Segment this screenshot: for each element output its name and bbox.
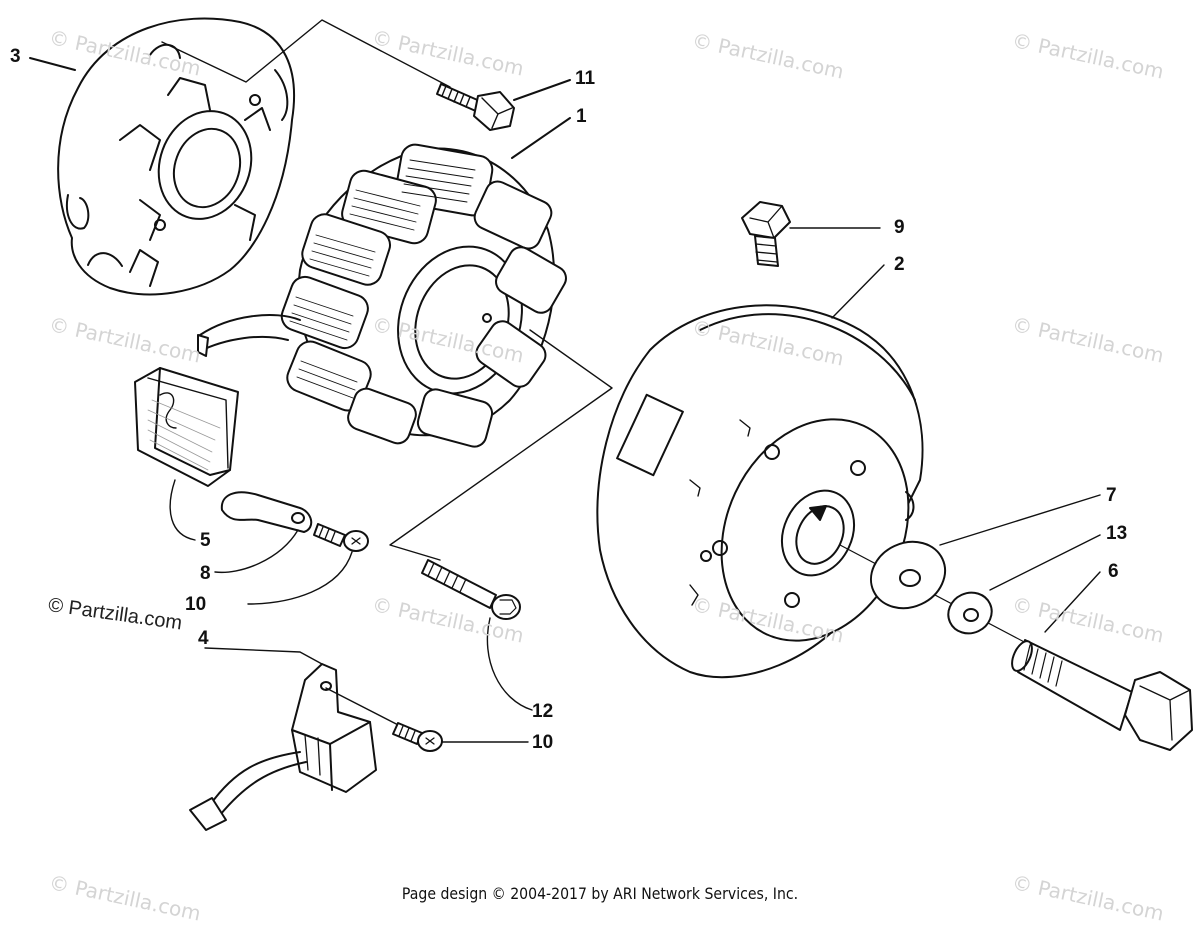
callout-10-lower: 10 xyxy=(532,732,554,753)
callout-12: 12 xyxy=(532,701,554,722)
callout-2: 2 xyxy=(894,254,905,275)
screw-lower-drawing xyxy=(392,722,443,752)
leader-4b xyxy=(325,687,409,731)
callout-13: 13 xyxy=(1106,523,1128,544)
leader-1 xyxy=(511,117,571,159)
callout-8: 8 xyxy=(200,563,211,584)
leader-10a xyxy=(247,551,353,605)
stator-bolt-drawing xyxy=(421,559,521,620)
flywheel-bolt-drawing xyxy=(1011,639,1193,751)
clamp-drawing xyxy=(220,491,313,533)
leader-11 xyxy=(513,79,571,101)
callout-9: 9 xyxy=(894,217,905,238)
callout-1: 1 xyxy=(576,106,587,127)
callout-7: 7 xyxy=(1106,485,1117,506)
leader-bracket-12 xyxy=(389,329,613,561)
leader-3 xyxy=(29,57,76,71)
washer-drawing xyxy=(870,540,946,610)
grommet-drawing xyxy=(134,367,239,487)
callout-6: 6 xyxy=(1108,561,1119,582)
stator-drawing xyxy=(197,143,567,448)
cap-screw-drawing xyxy=(741,201,791,267)
flange-bolt-drawing xyxy=(436,83,515,131)
screw-upper-drawing xyxy=(313,523,369,552)
flywheel-drawing xyxy=(596,304,924,679)
leader-7 xyxy=(939,494,1101,546)
leader-5 xyxy=(169,479,196,541)
callout-5: 5 xyxy=(200,530,211,551)
lock-washer-drawing xyxy=(947,591,993,635)
leader-12 xyxy=(486,617,533,711)
callout-10-upper: 10 xyxy=(185,594,207,615)
pulser-coil-drawing xyxy=(189,663,377,831)
leader-6 xyxy=(1044,571,1101,633)
leader-13 xyxy=(989,534,1101,591)
stator-cover-drawing xyxy=(57,17,296,296)
leader-bracket-4 xyxy=(204,647,323,665)
leader-8 xyxy=(214,529,299,574)
callout-11: 11 xyxy=(575,68,596,89)
copyright-footer: Page design © 2004-2017 by ARI Network S… xyxy=(401,884,799,903)
callout-4: 4 xyxy=(198,628,209,649)
leader-2 xyxy=(831,264,885,319)
callout-3: 3 xyxy=(10,46,21,67)
leader-bracket-11 xyxy=(161,19,451,88)
